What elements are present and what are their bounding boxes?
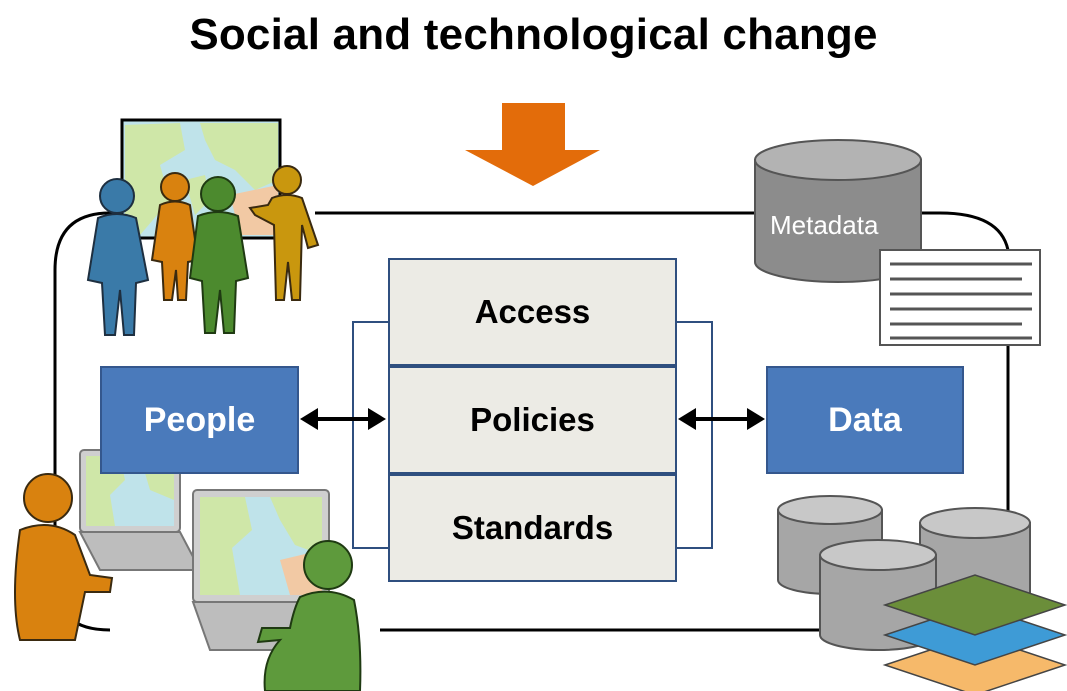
person-at-computer-icon [256, 540, 362, 691]
people-group-icon [86, 165, 320, 336]
down-arrow-icon [465, 103, 600, 186]
data-box: Data [766, 366, 964, 474]
stack-access: Access [388, 258, 677, 366]
diagram-title: Social and technological change [189, 10, 878, 59]
double-arrow-icon [300, 408, 386, 430]
people-box: People [100, 366, 299, 474]
document-icon [879, 249, 1041, 346]
stack-brackets [352, 321, 713, 549]
stack-policies: Policies [388, 366, 677, 474]
person-at-computer-icon [14, 473, 114, 641]
map-layers-icon [882, 574, 1067, 691]
stack-standards: Standards [388, 474, 677, 582]
metadata-label: Metadata [770, 210, 879, 240]
double-arrow-icon [678, 408, 765, 430]
